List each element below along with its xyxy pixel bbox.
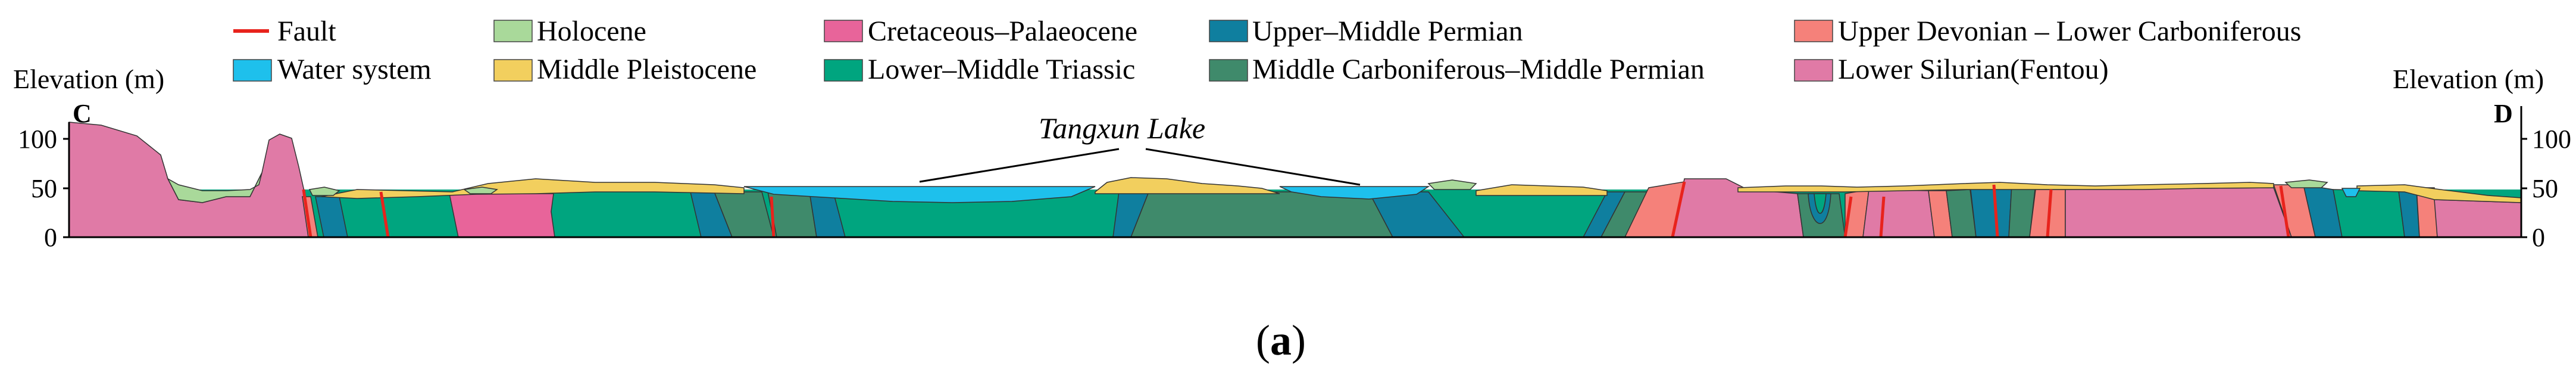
right-tick-label-50: 50 [2532,174,2558,203]
fault-line [1992,184,1999,238]
fault-line [1843,196,1853,238]
fault-line [1879,196,1886,238]
legend: Fault Holocene Cretaceous–Palaeocene Upp… [233,15,2301,85]
fault-line [1671,181,1686,238]
pleistocene-cover-far-right [1737,182,2274,192]
legend-item-lower-middle-triassic: Lower–Middle Triassic [824,54,1135,85]
legend-item-middle-pleistocene: Middle Pleistocene [493,54,756,85]
upper-middle-permian-legend-swatch [1209,20,1248,42]
holocene-legend-swatch [493,20,533,42]
silurian-left-hill [68,122,310,238]
legend-item-lower-silurian: Lower Silurian(Fentou) [1794,54,2109,85]
lake-leader-line [919,148,1120,183]
legend-label-middle-carboniferous: Middle Carboniferous–Middle Permian [1252,54,1705,85]
legend-label-upper-middle-permian: Upper–Middle Permian [1252,15,1523,47]
legend-item-middle-carboniferous: Middle Carboniferous–Middle Permian [1209,54,1705,85]
fault-line [302,189,312,238]
panel-label-open: ( [1256,316,1270,364]
holocene-patch-2 [462,187,498,194]
lake-water-left [743,186,1096,203]
holocene-patch-1 [308,187,340,196]
legend-item-upper-devonian: Upper Devonian – Lower Carboniferous [1794,15,2301,47]
lake-water-right [1279,186,1430,200]
cretaceous-block [449,193,555,238]
legend-item-upper-middle-permian: Upper–Middle Permian [1209,15,1523,47]
upper-devonian-legend-swatch [1794,20,1833,42]
triassic-fold-core [1814,193,1827,214]
middle-pleistocene-legend-swatch [493,59,533,82]
legend-label-water-system: Water system [277,54,432,85]
legend-label-middle-pleistocene: Middle Pleistocene [537,54,756,85]
fault-line [379,191,390,238]
permian-right-2 [1969,184,2012,238]
legend-item-cretaceous: Cretaceous–Palaeocene [824,15,1137,47]
left-tick-label-100: 100 [18,125,57,154]
panel-label-letter: a [1270,316,1292,364]
legend-label-holocene: Holocene [537,15,646,47]
cretaceous-legend-swatch [824,20,863,42]
carboniferous-wedge-2 [767,191,817,238]
legend-label-lower-silurian: Lower Silurian(Fentou) [1838,54,2109,85]
legend-label-fault: Fault [277,15,336,47]
legend-item-holocene: Holocene [493,15,646,47]
fault-line [770,196,776,238]
silurian-right-end [2434,199,2522,238]
right-axis-title: Elevation (m) [2393,64,2544,94]
right-axis: 100 50 0 D [2494,99,2571,252]
pleistocene-cover-center [1095,177,1280,194]
pleistocene-cover-right [1475,184,1608,196]
holocene-patch-4 [2284,179,2328,188]
middle-carboniferous-legend-swatch [1209,59,1248,82]
lake-label: Tangxun Lake [1039,111,1205,145]
lower-middle-triassic-legend-swatch [824,59,863,82]
holocene-valley-fill [167,172,262,203]
legend-label-upper-devonian: Upper Devonian – Lower Carboniferous [1838,15,2301,47]
pond-water-right [2341,188,2361,197]
cross-section [68,122,2522,238]
lake-leader-line [1145,148,1361,186]
panel-label: (a) [1256,316,1306,364]
section-end-label: D [2494,99,2513,128]
silurian-right-3 [2065,187,2293,238]
water-system-legend-swatch [233,59,272,82]
triassic-right-patch [2333,189,2405,238]
fault-line [2046,189,2053,238]
panel-label-close: ) [1292,316,1306,364]
right-tick-label-100: 100 [2532,125,2571,154]
legend-label-lower-middle-triassic: Lower–Middle Triassic [868,54,1135,85]
silurian-right-2 [1862,189,1935,238]
holocene-patch-3 [1427,179,1477,190]
legend-item-water-system: Water system [233,54,432,85]
left-tick-label-50: 50 [31,174,57,203]
lower-silurian-legend-swatch [1794,59,1833,82]
pleistocene-cover-left [321,178,745,199]
fault-line [2279,185,2290,238]
left-axis: 100 50 0 C [18,99,92,252]
legend-item-fault: Fault [233,15,336,47]
left-axis-title: Elevation (m) [13,64,164,94]
legend-label-cretaceous: Cretaceous–Palaeocene [868,15,1137,47]
section-start-label: C [73,99,92,128]
left-tick-label-0: 0 [44,223,57,252]
right-tick-label-0: 0 [2532,223,2545,252]
lake-annotation: Tangxun Lake [919,111,1361,186]
